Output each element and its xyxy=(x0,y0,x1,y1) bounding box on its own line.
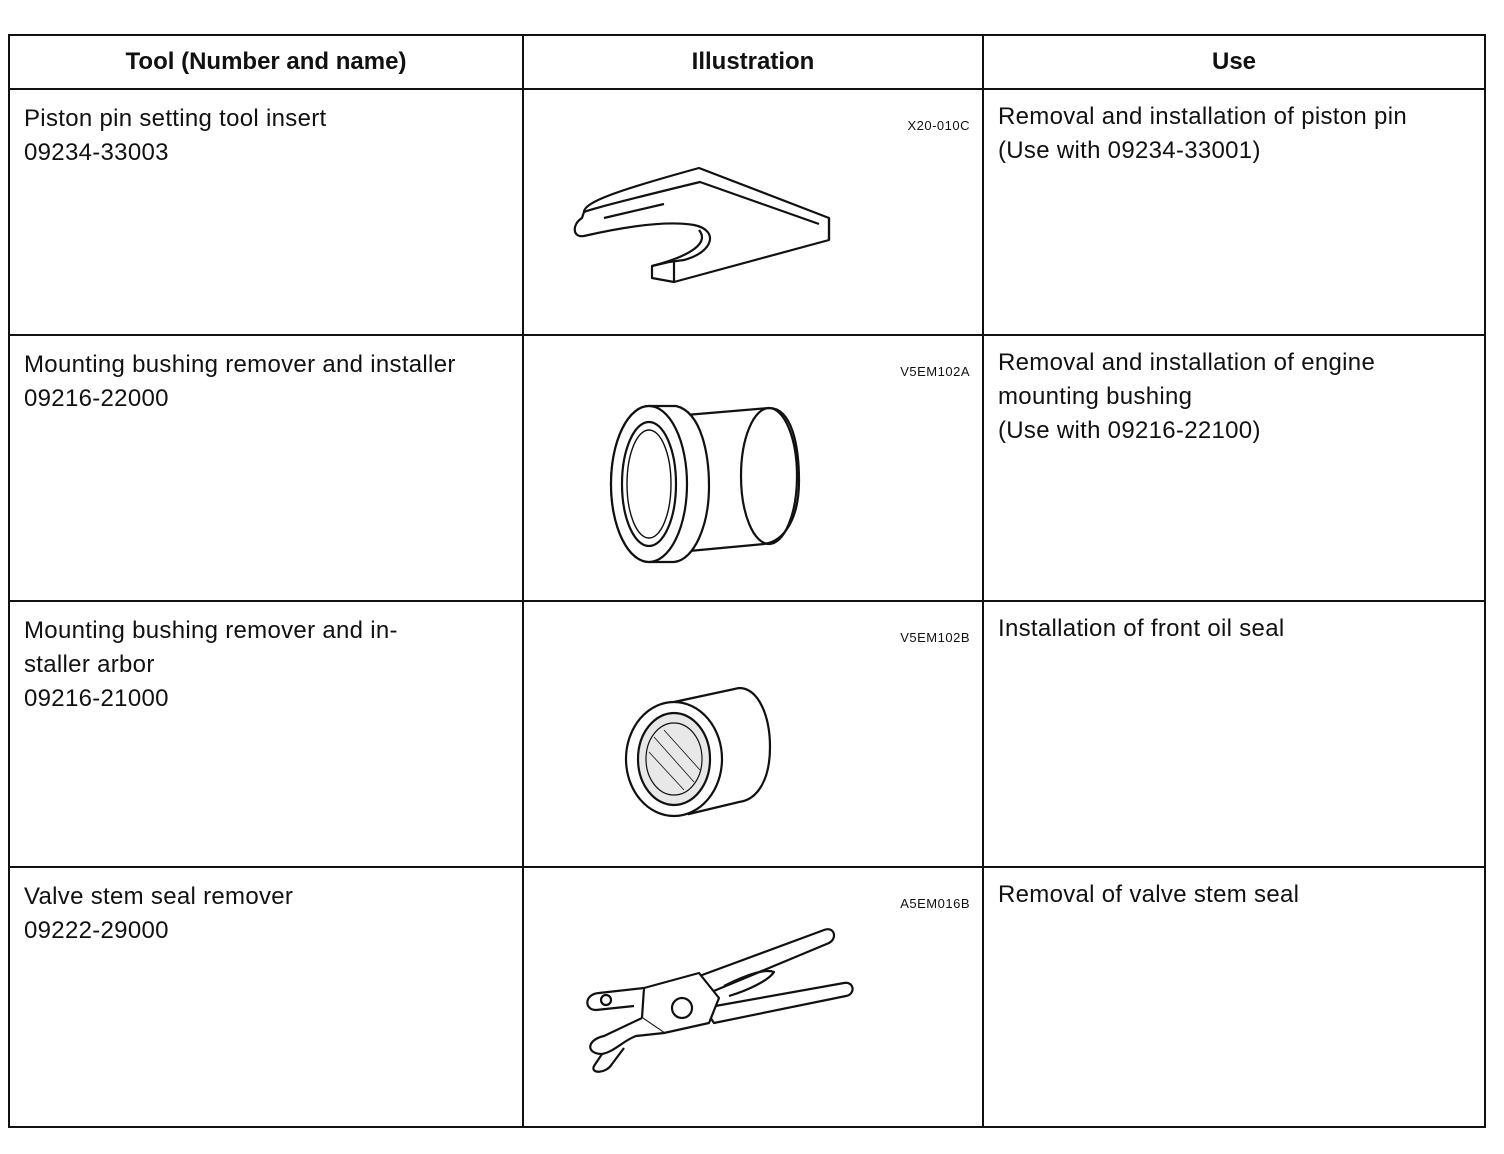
tool-number: 09234-33003 xyxy=(24,139,169,166)
table-row: Valve stem seal remover 09222-29000 A5EM… xyxy=(8,866,1486,1128)
tool-name: Valve stem seal remover xyxy=(24,883,294,910)
table-row: Mounting bushing remover and installer 0… xyxy=(8,334,1486,602)
table-row: Piston pin setting tool insert 09234-330… xyxy=(8,88,1486,336)
table-row: Mounting bushing remover and in- staller… xyxy=(8,600,1486,868)
tool-number: 09216-22000 xyxy=(24,385,169,412)
use-line: Removal and installation of piston pin xyxy=(998,103,1407,130)
tool-name: Mounting bushing remover and in- xyxy=(24,617,398,644)
flanged-bushing-icon xyxy=(609,404,801,564)
tool-name: Piston pin setting tool insert xyxy=(24,105,327,132)
illustration-cell: X20-010C xyxy=(522,88,984,336)
use-cell: Installation of front oil seal xyxy=(982,600,1486,868)
use-line: mounting bushing xyxy=(998,383,1193,410)
pliers-icon xyxy=(586,928,854,1073)
header-use: Use xyxy=(982,34,1486,90)
u-plate-insert-icon xyxy=(573,166,831,284)
illustration-code: X20-010C xyxy=(907,118,970,133)
use-line: (Use with 09234-33001) xyxy=(998,137,1261,164)
illustration-cell: A5EM016B xyxy=(522,866,984,1128)
use-line: (Use with 09216-22100) xyxy=(998,417,1261,444)
use-line: Removal of valve stem seal xyxy=(998,881,1300,908)
illustration-code: V5EM102A xyxy=(900,364,970,379)
tool-name: staller arbor xyxy=(24,651,155,678)
use-line: Installation of front oil seal xyxy=(998,615,1285,642)
header-illustration: Illustration xyxy=(522,34,984,90)
tool-cell: Valve stem seal remover 09222-29000 xyxy=(8,866,524,1128)
tool-cell: Mounting bushing remover and in- staller… xyxy=(8,600,524,868)
table-header-row: Tool (Number and name) Illustration Use xyxy=(8,34,1486,90)
tool-number: 09222-29000 xyxy=(24,917,169,944)
tool-cell: Piston pin setting tool insert 09234-330… xyxy=(8,88,524,336)
use-cell: Removal and installation of piston pin (… xyxy=(982,88,1486,336)
illustration-cell: V5EM102B xyxy=(522,600,984,868)
use-line: Removal and installation of engine xyxy=(998,349,1376,376)
header-tool: Tool (Number and name) xyxy=(8,34,524,90)
use-cell: Removal and installation of engine mount… xyxy=(982,334,1486,602)
tool-name: Mounting bushing remover and installer xyxy=(24,351,456,378)
illustration-code: V5EM102B xyxy=(900,630,970,645)
use-cell: Removal of valve stem seal xyxy=(982,866,1486,1128)
cylinder-arbor-icon xyxy=(624,686,772,818)
illustration-code: A5EM016B xyxy=(900,896,970,911)
illustration-cell: V5EM102A xyxy=(522,334,984,602)
tool-cell: Mounting bushing remover and installer 0… xyxy=(8,334,524,602)
special-tools-table: Tool (Number and name) Illustration Use … xyxy=(8,34,1486,1128)
tool-number: 09216-21000 xyxy=(24,685,169,712)
